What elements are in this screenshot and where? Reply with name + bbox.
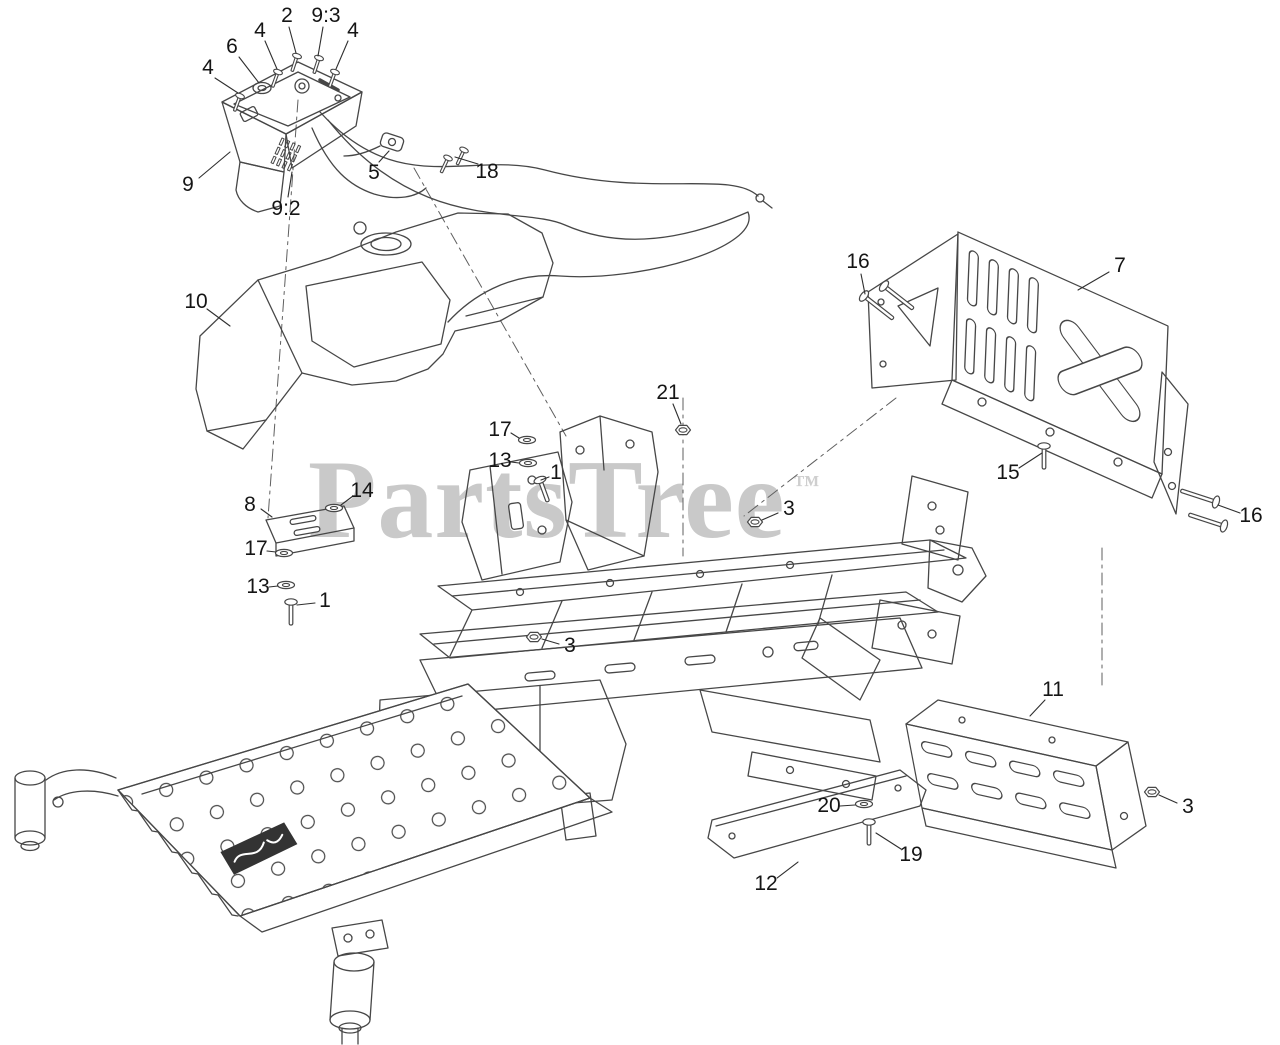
callout-9-2-7: 9:2 (271, 197, 301, 220)
washer-17a (274, 548, 294, 558)
callout-10-10: 10 (184, 290, 208, 313)
callout-11-26: 11 (1042, 678, 1064, 701)
bolt-1a (284, 598, 298, 626)
leader-line-26 (1029, 699, 1046, 717)
front-left-caster (14, 769, 119, 852)
leader-line-25 (541, 638, 560, 645)
leader-line-1 (317, 26, 324, 57)
nut-21 (674, 424, 692, 436)
callout-3-29: 3 (1182, 795, 1194, 818)
leader-line-22 (266, 550, 277, 553)
nut-3b (525, 631, 543, 643)
callout-17-22: 17 (244, 537, 268, 560)
screw-18b (452, 145, 470, 168)
leader-line-18 (1018, 452, 1043, 469)
leader-line-4 (238, 56, 260, 84)
throttle-connector (343, 132, 405, 157)
callout-5-8: 5 (368, 161, 380, 184)
leader-line-3 (335, 40, 349, 70)
rear-panel (867, 231, 1189, 515)
callout-2-0: 2 (281, 4, 293, 27)
construction-lines (267, 99, 1103, 689)
callout-20-27: 20 (817, 794, 841, 817)
watermark-trademark: ™ (793, 470, 821, 499)
callout-16-19: 16 (1239, 504, 1263, 527)
leader-line-10 (206, 308, 231, 327)
skid-plate (905, 699, 1147, 869)
leader-line-8 (378, 150, 390, 163)
leader-line-20 (260, 508, 273, 518)
bolt-19 (862, 818, 876, 846)
screw-9-3 (309, 53, 325, 76)
bolt-16d (1186, 508, 1230, 534)
mount-bracket (265, 505, 355, 557)
callout-3-17: 3 (783, 497, 795, 520)
callout-12-30: 12 (754, 872, 778, 895)
callout-9-6: 9 (182, 173, 194, 196)
washer-14 (324, 503, 344, 513)
callout-3-25: 3 (564, 634, 576, 657)
lower-plate (707, 769, 927, 859)
leader-line-6 (198, 151, 231, 179)
callout-17-14: 17 (488, 418, 512, 441)
bolt-15 (1037, 442, 1051, 470)
leader-line-27 (839, 804, 856, 807)
brand-decal (220, 822, 298, 875)
washer-17b (517, 435, 537, 445)
bolt-16c (1178, 484, 1222, 510)
callout-4-5: 4 (202, 56, 214, 79)
leader-line-16 (540, 476, 550, 481)
leader-line-11 (860, 273, 866, 295)
leader-line-0 (288, 26, 297, 54)
nut-3a (746, 516, 764, 528)
leader-line-29 (1158, 794, 1178, 804)
control-console (221, 61, 405, 213)
callout-8-20: 8 (244, 493, 256, 516)
callout-19-28: 19 (899, 843, 923, 866)
leader-line-19 (1217, 504, 1241, 514)
leader-line-13 (672, 403, 682, 425)
callout-13-15: 13 (488, 449, 512, 472)
callout-15-18: 15 (996, 461, 1020, 484)
callout-1-24: 1 (319, 589, 331, 612)
leader-line-7 (287, 171, 293, 198)
callout-9-3-1: 9:3 (311, 4, 341, 27)
callout-14-21: 14 (350, 479, 374, 502)
console-vent-grid (270, 137, 302, 172)
callout-18-9: 18 (475, 160, 499, 183)
washer-20 (854, 799, 874, 809)
washer-13b (518, 458, 538, 468)
foot-platform (14, 683, 613, 1045)
leader-line-21 (340, 495, 354, 506)
leader-line-12 (1077, 271, 1110, 291)
front-right-caster (329, 919, 389, 1045)
leader-line-24 (296, 602, 316, 606)
fuel-tank (195, 212, 554, 450)
callout-21-13: 21 (656, 381, 680, 404)
washer-13a (276, 580, 296, 590)
leader-line-2 (264, 40, 278, 70)
control-cables (311, 111, 773, 323)
leader-line-9 (454, 156, 479, 165)
leader-line-15 (510, 461, 520, 464)
leader-line-5 (214, 77, 239, 94)
callout-4-2: 4 (254, 19, 266, 42)
leader-line-30 (776, 861, 799, 879)
leader-line-28 (875, 832, 902, 850)
callout-4-3: 4 (347, 19, 359, 42)
leader-line-17 (761, 512, 779, 521)
screw-18a (436, 153, 454, 176)
leader-line-23 (268, 585, 279, 588)
callout-1-16: 1 (550, 461, 562, 484)
callout-6-4: 6 (226, 35, 238, 58)
nut-3c (1143, 786, 1161, 798)
leader-lines (198, 26, 1241, 879)
callout-13-23: 13 (246, 575, 270, 598)
x-cutout (1057, 319, 1143, 423)
callout-7-12: 7 (1114, 254, 1126, 277)
leader-line-14 (510, 432, 520, 439)
callout-16-11: 16 (846, 250, 870, 273)
